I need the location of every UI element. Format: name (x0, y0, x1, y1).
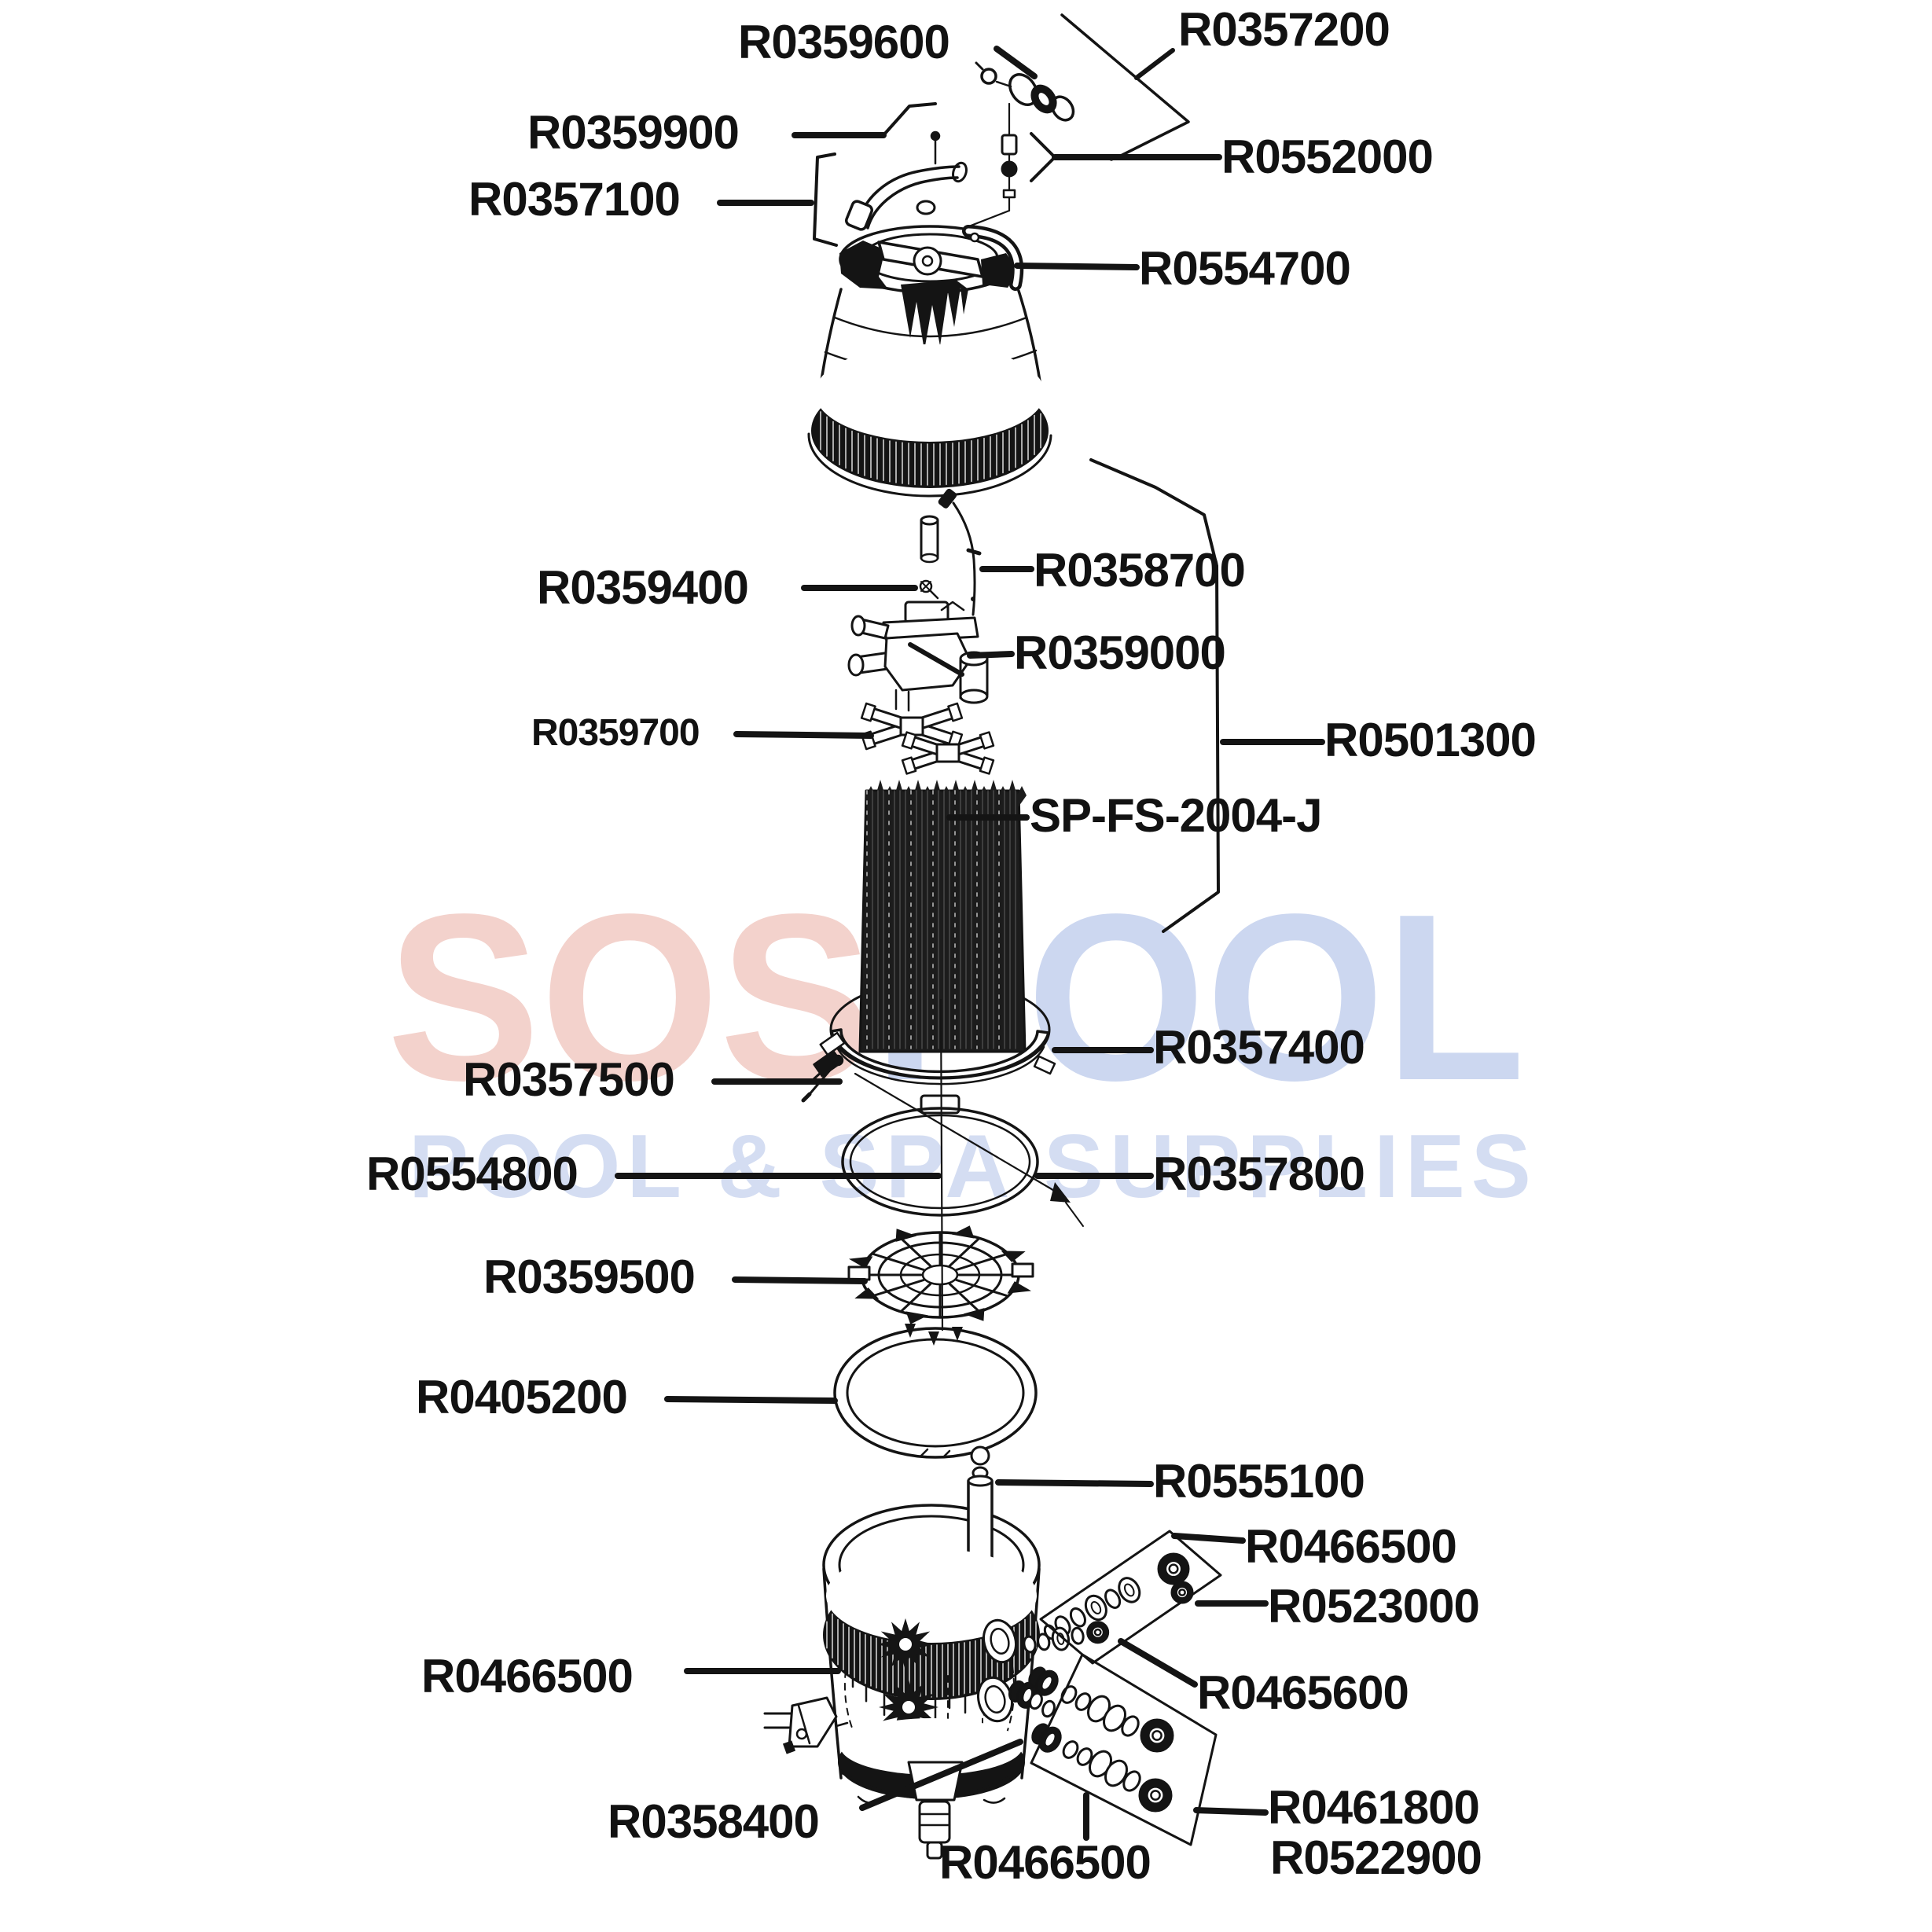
part-label-r0466500-left: R0466500 (421, 1650, 634, 1702)
part-label-r0552000: R0552000 (1221, 130, 1434, 183)
watermark-tagline: POOL & SPA SUPPLIES (409, 1117, 1537, 1217)
drain-plug-drawing (907, 1761, 964, 1860)
part-label-r0501300: R0501300 (1324, 714, 1537, 766)
part-label-r0405200: R0405200 (416, 1371, 628, 1423)
screw-r0359400-drawing (919, 579, 939, 600)
part-label-r0359500: R0359500 (483, 1251, 696, 1303)
part-label-r0554800: R0554800 (366, 1148, 578, 1200)
air-bleed-hardware-drawing (947, 102, 1018, 236)
part-label-r0357400: R0357400 (1153, 1021, 1365, 1074)
retainer-ring-drawing (833, 1327, 1038, 1459)
air-relief-valve-drawing (975, 61, 1075, 122)
part-label-r0461800: R0461800 (1268, 1781, 1480, 1834)
part-label-r0358700: R0358700 (1034, 544, 1246, 597)
kit-panels-drawing (1030, 1530, 1222, 1846)
part-label-r0359000: R0359000 (1014, 626, 1226, 679)
part-label-r0554700: R0554700 (1139, 242, 1351, 295)
filter-cartridge-drawing (858, 780, 1027, 1053)
lid-drawing (807, 200, 1052, 498)
part-label-r0465600: R0465600 (1197, 1666, 1409, 1719)
handle-pipe-drawing (845, 130, 968, 231)
tank-o-ring-drawing (841, 1107, 1039, 1217)
part-label-r0359700: R0359700 (531, 712, 700, 754)
manifold-drawing (847, 601, 989, 712)
part-label-sp-fs-2004-j: SP-FS-2004-J (1030, 789, 1322, 842)
part-label-r0555100: R0555100 (1153, 1455, 1365, 1508)
part-label-r0358400: R0358400 (608, 1795, 820, 1848)
leader-lines (615, 46, 1325, 1841)
part-label-r0357200: R0357200 (1178, 3, 1390, 56)
part-label-r0523000: R0523000 (1268, 1580, 1480, 1633)
watermark-brand-sos: SOS (387, 865, 873, 1129)
part-label-r0357800: R0357800 (1153, 1148, 1365, 1200)
part-label-r0357100: R0357100 (468, 173, 681, 226)
bulkhead-fittings-drawing (1008, 1552, 1194, 1813)
pin-and-rod-drawing (801, 998, 1084, 1331)
latch-bracket-drawing (763, 1696, 849, 1754)
part-label-r0359900: R0359900 (527, 106, 740, 159)
part-label-r0359400: R0359400 (537, 561, 749, 614)
part-label-r0357500: R0357500 (463, 1053, 675, 1106)
pipe-and-dip-tube-drawing (920, 488, 982, 616)
tank-body-lower-drawing (822, 1548, 1041, 1805)
part-label-r0359600: R0359600 (738, 16, 950, 68)
part-label-r0466500-top: R0466500 (1245, 1520, 1457, 1573)
part-label-r0522900: R0522900 (1270, 1831, 1482, 1884)
top-spider-retainer-drawing (860, 702, 995, 775)
part-label-r0466500-bottom: R0466500 (939, 1836, 1151, 1889)
